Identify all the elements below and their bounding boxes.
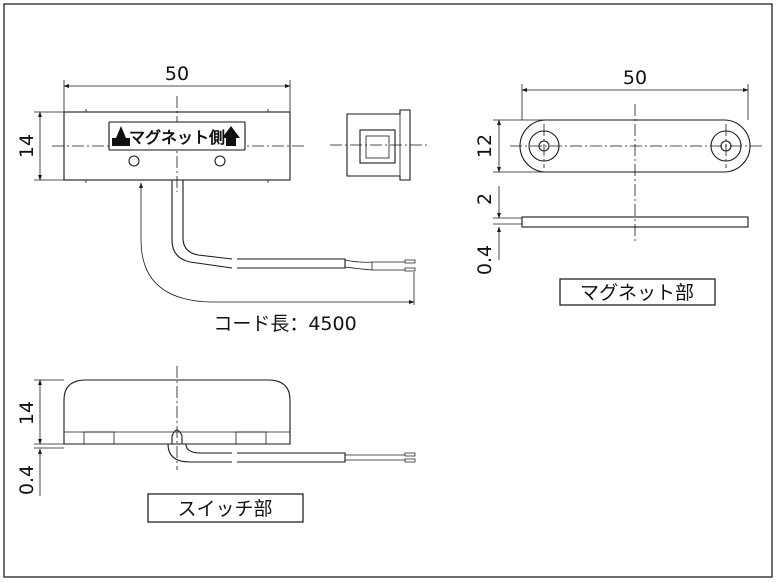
switch-part-label: スイッチ部 <box>177 498 272 520</box>
magnet-side-sticker <box>108 121 246 151</box>
dim-top-height: 14 <box>16 134 38 158</box>
cord-top <box>171 180 416 272</box>
drawing-frame <box>3 3 773 578</box>
arrow-up-icon <box>112 126 130 146</box>
dim-switch-gap: 0.4 <box>16 465 38 495</box>
sticker-text: マグネット側 <box>129 128 225 147</box>
dim-magnet-thickness-2: 2 <box>474 193 496 205</box>
magnet-part-label-box <box>559 278 716 306</box>
dim-top-width: 50 <box>165 63 189 85</box>
switch-body-side <box>63 379 291 445</box>
magnet-body <box>519 119 751 173</box>
dim-magnet-thickness-0-4: 0.4 <box>474 245 496 275</box>
magnet-part-label: マグネット部 <box>580 282 694 304</box>
magnet-views: 50 12 2 0.4 マグネット部 <box>474 67 762 306</box>
switch-part-label-box <box>147 493 304 523</box>
mount-hole <box>128 155 140 167</box>
dim-switch-height: 14 <box>16 401 38 425</box>
mount-hole <box>214 155 226 167</box>
switch-top-view: 50 14 マグネット側 <box>16 63 416 335</box>
cord-length-label: コード長：4500 <box>213 313 356 335</box>
arrow-up-icon <box>222 126 240 146</box>
switch-end-view <box>330 109 428 181</box>
magnet-side-body <box>521 216 749 228</box>
dim-magnet-height: 12 <box>474 134 496 158</box>
dim-magnet-width: 50 <box>623 67 647 89</box>
switch-side-view: 14 0.4 スイッチ部 <box>16 366 416 523</box>
cord-length-dimension <box>139 182 415 304</box>
